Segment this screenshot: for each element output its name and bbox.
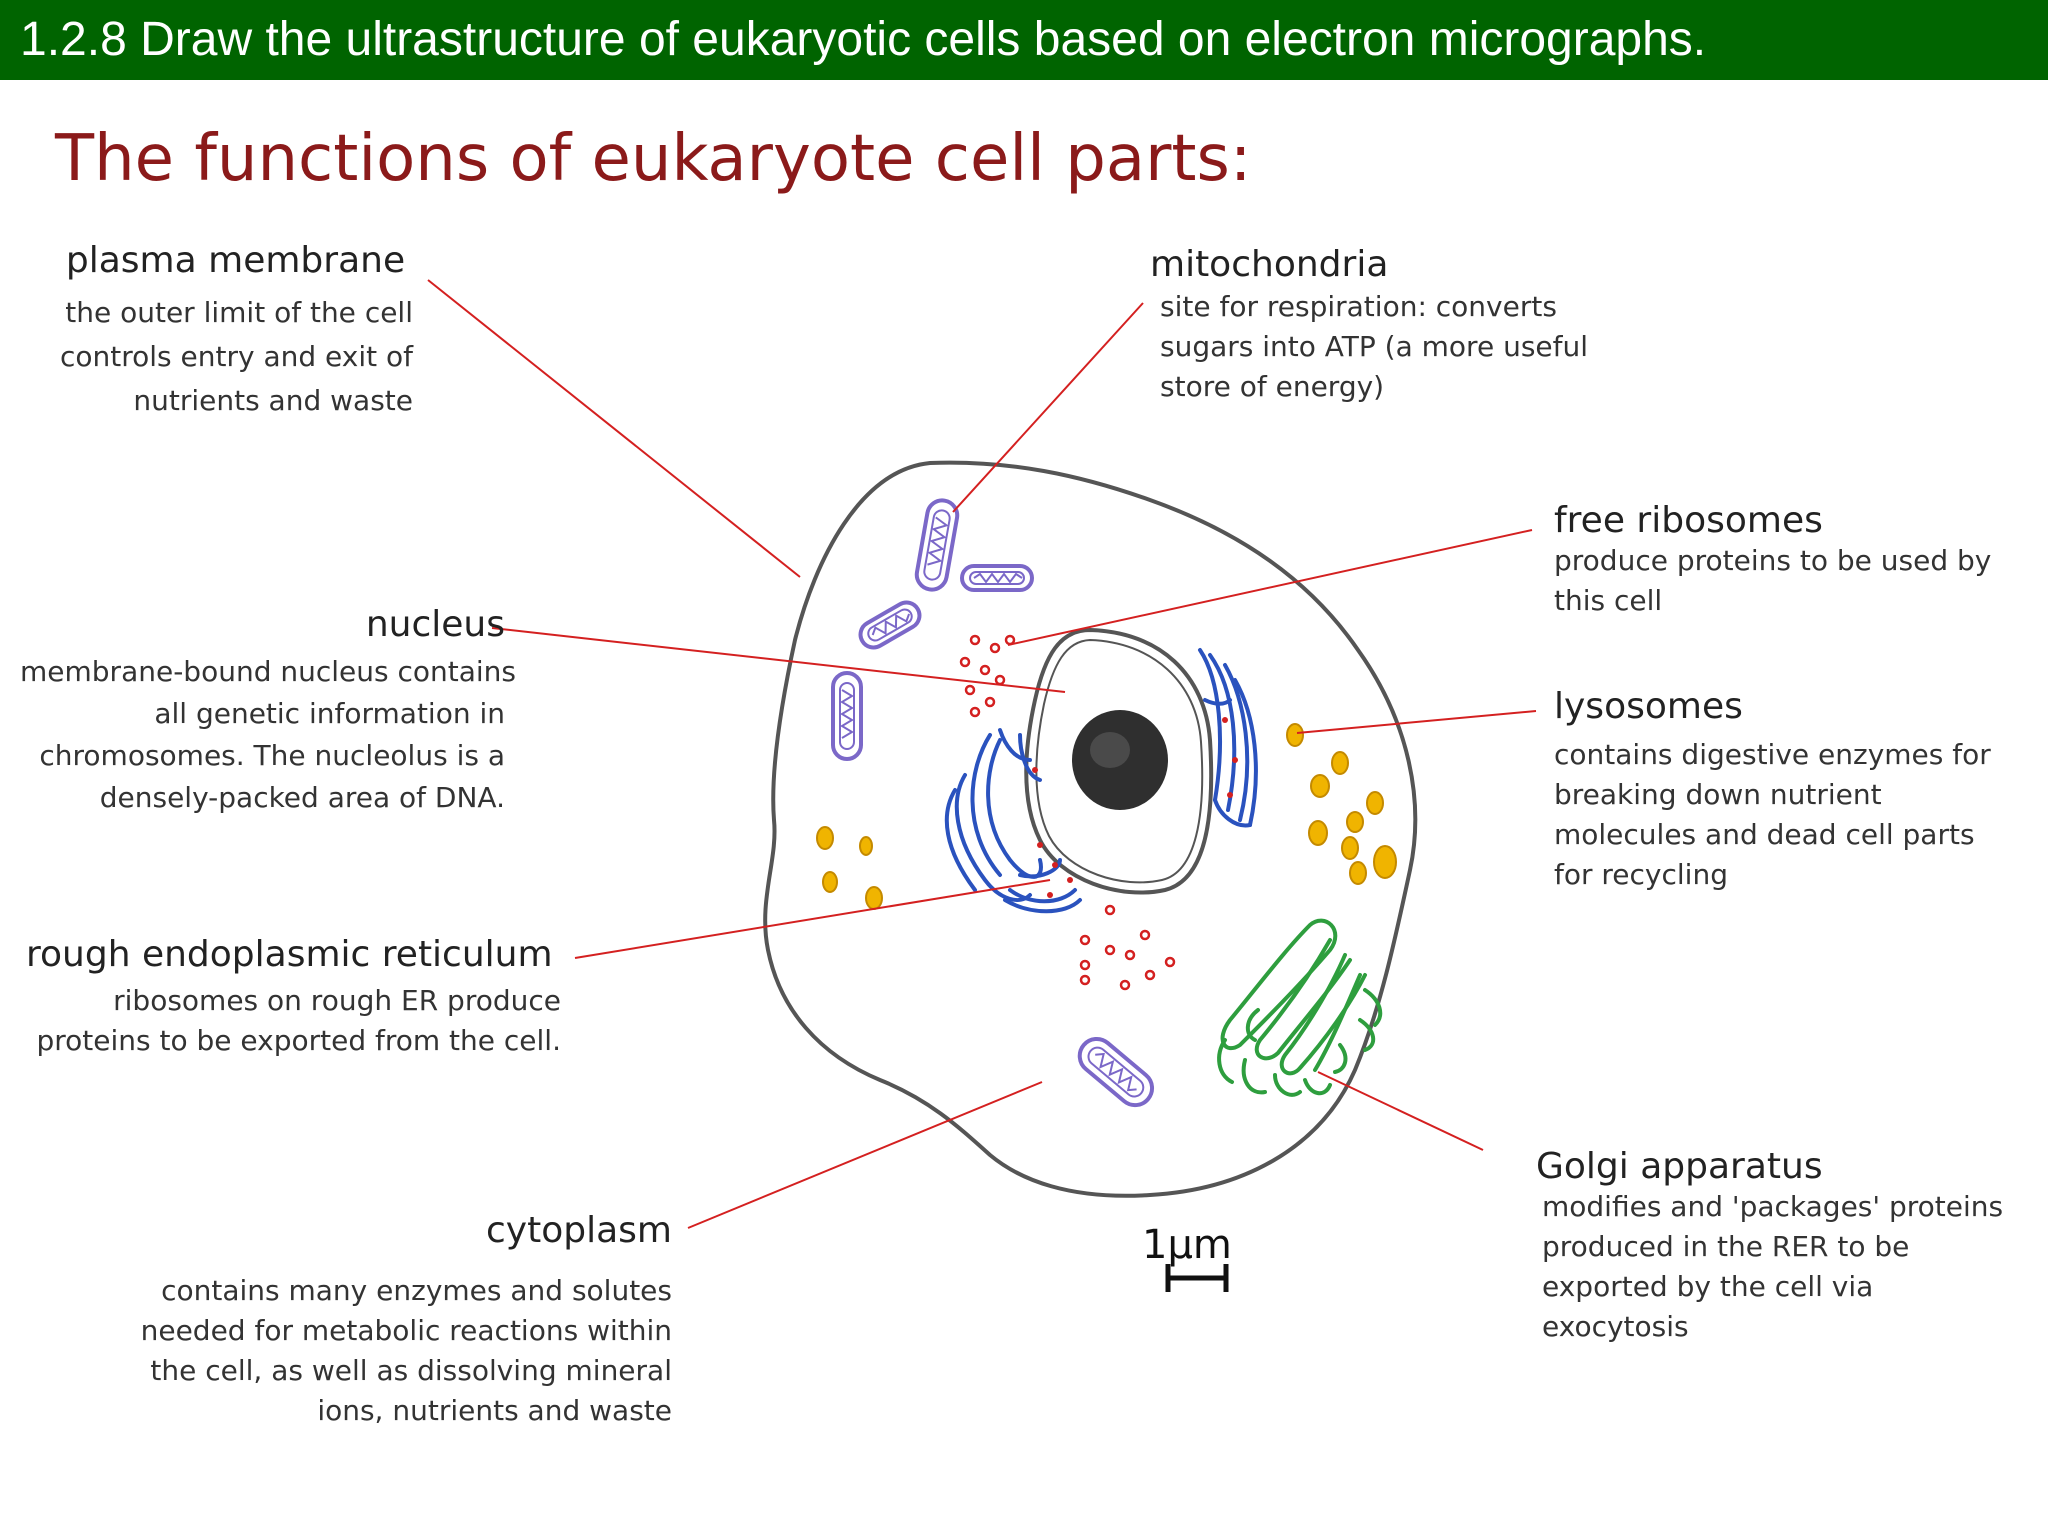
label-rough-er-name: rough endoplasmic reticulum bbox=[26, 934, 553, 975]
header-bar: 1.2.8 Draw the ultrastructure of eukaryo… bbox=[0, 0, 2048, 80]
label-free-ribosomes: free ribosomes produce proteins to be us… bbox=[1554, 500, 1991, 621]
label-lysosomes: lysosomes contains digestive enzymes for… bbox=[1554, 686, 1991, 895]
label-lysosomes-name: lysosomes bbox=[1554, 686, 1743, 727]
label-mitochondria-name: mitochondria bbox=[1150, 244, 1389, 285]
mitochondrion bbox=[1077, 1036, 1155, 1108]
leader-cytoplasm bbox=[687, 1081, 1043, 1229]
page-title: The functions of eukaryote cell parts: bbox=[55, 122, 1252, 196]
desc-line: contains digestive enzymes for bbox=[1554, 738, 1991, 771]
free-ribosomes bbox=[959, 634, 1176, 991]
desc-line: for recycling bbox=[1554, 858, 1728, 891]
label-rough-er: rough endoplasmic reticulum ribosomes on… bbox=[26, 934, 561, 1061]
desc-line: the outer limit of the cell bbox=[65, 296, 413, 329]
lysosomes bbox=[816, 723, 1397, 910]
desc-line: membrane-bound nucleus contains bbox=[20, 655, 517, 688]
desc-line: needed for metabolic reactions within bbox=[140, 1314, 672, 1347]
desc-line: ions, nutrients and waste bbox=[317, 1394, 672, 1427]
label-plasma-membrane-name: plasma membrane bbox=[65, 240, 406, 281]
leader-free-ribosomes bbox=[1007, 529, 1533, 646]
golgi-apparatus bbox=[1217, 918, 1383, 1097]
mitochondria-group bbox=[831, 498, 1155, 1108]
desc-line: produce proteins to be used by bbox=[1554, 544, 1992, 577]
desc-line: contains many enzymes and solutes bbox=[161, 1274, 672, 1307]
label-free-ribosomes-name: free ribosomes bbox=[1554, 500, 1823, 541]
label-plasma-membrane: plasma membrane the outer limit of the c… bbox=[48, 240, 413, 423]
desc-line: store of energy) bbox=[1160, 370, 1385, 403]
scale-bar bbox=[1165, 1264, 1229, 1292]
label-cytoplasm-name: cytoplasm bbox=[486, 1210, 672, 1251]
leader-lysosomes bbox=[1296, 710, 1537, 734]
label-mitochondria: mitochondria site for respiration: conve… bbox=[1150, 244, 1588, 407]
desc-line: exocytosis bbox=[1542, 1310, 1689, 1343]
desc-line: chromosomes. The nucleolus is a bbox=[39, 739, 505, 772]
leader-nucleus bbox=[491, 627, 1066, 693]
desc-line: produced in the RER to be bbox=[1542, 1230, 1910, 1263]
desc-line: nutrients and waste bbox=[133, 384, 413, 417]
desc-line: breaking down nutrient bbox=[1554, 778, 1882, 811]
label-golgi: Golgi apparatus modifies and 'packages' … bbox=[1536, 1146, 2003, 1347]
rough-er-right bbox=[1198, 648, 1258, 828]
mitochondrion bbox=[960, 564, 1034, 592]
desc-line: exported by the cell via bbox=[1542, 1270, 1874, 1303]
leader-lines bbox=[427, 279, 1537, 1229]
leader-rough-er bbox=[574, 879, 1051, 959]
scale-label: 1µm bbox=[1142, 1222, 1232, 1268]
nucleus-envelope-inner bbox=[1035, 638, 1204, 884]
desc-line: this cell bbox=[1554, 584, 1663, 617]
desc-line: site for respiration: converts bbox=[1160, 290, 1557, 323]
label-nucleus-name: nucleus bbox=[365, 604, 505, 645]
header-text: 1.2.8 Draw the ultrastructure of eukaryo… bbox=[20, 13, 1707, 66]
leader-plasma-membrane bbox=[427, 279, 801, 578]
desc-line: controls entry and exit of bbox=[59, 340, 413, 373]
nucleolus-highlight bbox=[1090, 732, 1130, 768]
mitochondrion bbox=[914, 498, 960, 592]
rough-er-left bbox=[944, 728, 1082, 914]
leader-golgi bbox=[1317, 1071, 1484, 1151]
label-nucleus: nucleus membrane-bound nucleus contains … bbox=[20, 604, 517, 819]
rer-ribosomes bbox=[1032, 717, 1238, 898]
leader-mitochondria bbox=[952, 302, 1144, 513]
label-golgi-name: Golgi apparatus bbox=[1536, 1146, 1823, 1187]
desc-line: all genetic information in bbox=[154, 697, 505, 730]
label-cytoplasm: cytoplasm contains many enzymes and solu… bbox=[140, 1210, 672, 1431]
desc-line: proteins to be exported from the cell. bbox=[36, 1024, 561, 1057]
desc-line: ribosomes on rough ER produce bbox=[113, 984, 561, 1017]
desc-line: molecules and dead cell parts bbox=[1554, 818, 1975, 851]
desc-line: densely-packed area of DNA. bbox=[99, 781, 505, 814]
desc-line: sugars into ATP (a more useful bbox=[1160, 330, 1589, 363]
desc-line: the cell, as well as dissolving mineral bbox=[150, 1354, 672, 1387]
nucleus-envelope bbox=[1024, 627, 1214, 895]
mitochondrion bbox=[858, 600, 922, 650]
mitochondrion bbox=[831, 671, 863, 761]
desc-line: modifies and 'packages' proteins bbox=[1542, 1190, 2004, 1223]
cell-membrane-outline bbox=[763, 460, 1418, 1198]
